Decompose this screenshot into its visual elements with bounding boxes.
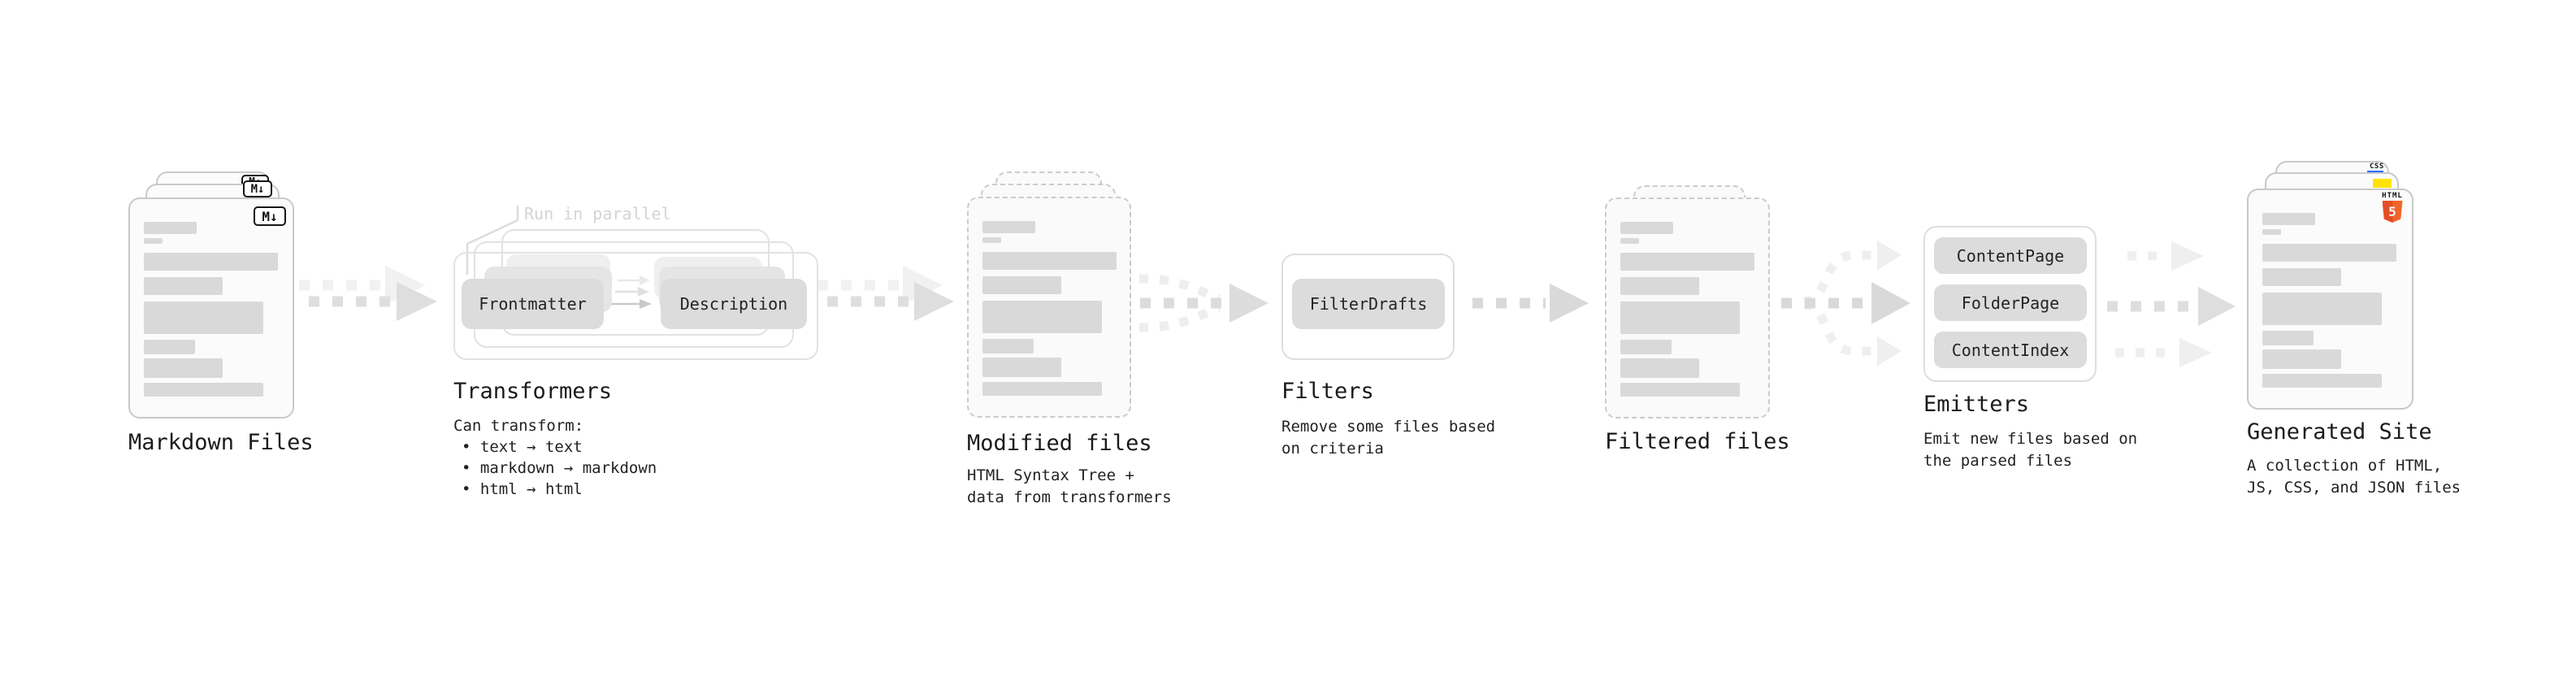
placeholder-text-bar: [2262, 244, 2396, 262]
transformers-bullet: • html → html: [462, 480, 583, 498]
html5-icon-word: HTML: [2382, 192, 2403, 200]
placeholder-text-bar: [2262, 331, 2314, 345]
placeholder-text-bar: [2262, 349, 2341, 369]
placeholder-text-bar: [982, 339, 1034, 354]
run-in-parallel-annotation: Run in parallel: [524, 204, 671, 223]
stage-label-filtered-files: Filtered files: [1605, 429, 1790, 454]
arrow-markdown-to-transformers: [309, 282, 437, 321]
modified-caption-line1: HTML Syntax Tree +: [967, 466, 1134, 484]
arrow-filtered-to-emitters: [1781, 241, 1910, 366]
placeholder-text-bar: [1620, 301, 1740, 334]
generated-caption-line1: A collection of HTML,: [2247, 457, 2443, 475]
stage-label-generated-site: Generated Site: [2247, 419, 2432, 445]
placeholder-text-bar: [144, 277, 223, 295]
placeholder-text-bar: [144, 340, 195, 354]
placeholder-text-bar: [144, 301, 263, 334]
markdown-file-card: [128, 197, 294, 419]
placeholder-text-bar: [144, 222, 197, 234]
placeholder-text-bar: [144, 238, 163, 244]
emitters-caption-line2: the parsed files: [1923, 452, 2073, 470]
placeholder-text-bar: [1620, 383, 1740, 397]
html5-icon: HTML 5: [2382, 193, 2403, 223]
folderpage-pill: FolderPage: [1934, 284, 2087, 321]
placeholder-text-bar: [982, 358, 1061, 377]
placeholder-text-bar: [982, 221, 1035, 233]
placeholder-text-bar: [2262, 268, 2341, 286]
css-file-icon-underline: [2367, 171, 2383, 173]
arrow-transformers-to-modified: [827, 282, 954, 321]
placeholder-text-bar: [2262, 374, 2382, 388]
contentindex-pill: ContentIndex: [1934, 332, 2087, 368]
css-file-icon: CSS: [2370, 163, 2384, 171]
emitters-caption-line1: Emit new files based on: [1923, 430, 2138, 448]
generated-caption-line2: JS, CSS, and JSON files: [2247, 479, 2461, 497]
transformers-bullet: • text → text: [462, 438, 583, 456]
placeholder-text-bar: [982, 276, 1061, 294]
stage-label-modified-files: Modified files: [967, 431, 1152, 456]
placeholder-text-bar: [144, 253, 278, 271]
filters-caption-line1: Remove some files based: [1281, 418, 1496, 436]
arrow-modified-to-filters: [1138, 274, 1268, 332]
placeholder-text-bar: [1620, 222, 1673, 234]
stage-label-transformers: Transformers: [453, 379, 613, 404]
placeholder-text-bar: [2262, 293, 2382, 325]
modified-caption-line2: data from transformers: [967, 488, 1172, 506]
html5-icon-shield: 5: [2382, 201, 2403, 223]
transformers-caption-title: Can transform:: [453, 417, 584, 435]
placeholder-text-bar: [982, 237, 1001, 243]
contentpage-pill: ContentPage: [1934, 237, 2087, 274]
modified-file-card: [967, 197, 1131, 418]
placeholder-text-bar: [2262, 229, 2281, 235]
stage-label-filters: Filters: [1281, 379, 1374, 404]
transformers-bullet: • markdown → markdown: [462, 459, 657, 477]
arrow-markdown-to-transformers-ghost: [299, 266, 426, 305]
stage-label-markdown-files: Markdown Files: [128, 430, 314, 455]
stage-label-emitters: Emitters: [1923, 392, 2030, 417]
arrow-transformers-to-modified-ghost: [817, 266, 943, 305]
placeholder-text-bar: [982, 301, 1102, 333]
filtered-file-card: [1605, 197, 1770, 419]
filters-caption-line2: on criteria: [1281, 440, 1384, 458]
arrow-emitters-to-generated: [2107, 241, 2236, 367]
placeholder-text-bar: [1620, 340, 1672, 354]
generated-file-card: [2247, 189, 2413, 410]
js-file-icon: [2373, 179, 2392, 188]
placeholder-text-bar: [982, 252, 1117, 270]
markdown-icon: M↓: [243, 180, 272, 197]
transformers-box: [453, 252, 818, 360]
placeholder-text-bar: [1620, 238, 1639, 244]
placeholder-text-bar: [2262, 213, 2315, 225]
description-pill: Description: [661, 279, 807, 329]
placeholder-text-bar: [982, 382, 1102, 396]
placeholder-text-bar: [144, 358, 223, 378]
placeholder-text-bar: [1620, 277, 1699, 295]
placeholder-text-bar: [144, 383, 263, 397]
frontmatter-pill: Frontmatter: [462, 279, 604, 329]
markdown-icon: M↓: [254, 206, 286, 226]
arrow-filters-to-filtered: [1472, 284, 1589, 323]
placeholder-text-bar: [1620, 358, 1699, 378]
placeholder-text-bar: [1620, 253, 1754, 271]
filterdrafts-pill: FilterDrafts: [1292, 279, 1445, 329]
